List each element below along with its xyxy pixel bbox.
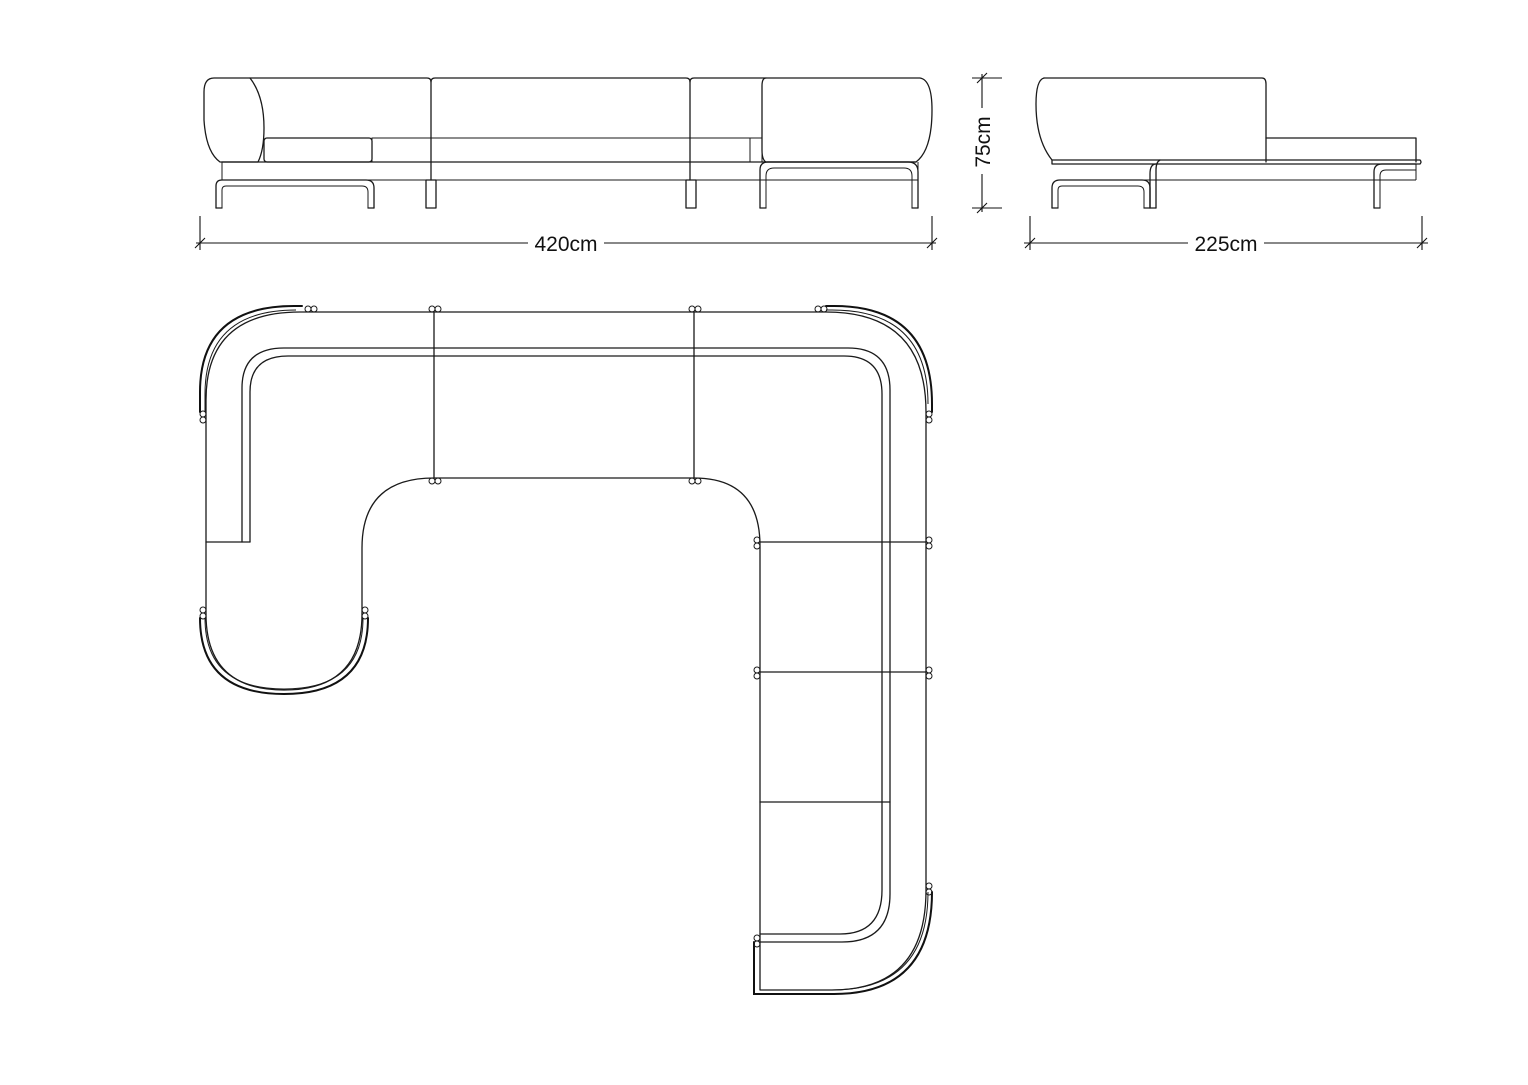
front-left-armrest [203, 77, 265, 163]
front-back-middle [430, 77, 691, 181]
side-backrest [1043, 77, 1267, 163]
plan-view [199, 305, 933, 995]
side-right-frame-inner [1379, 169, 1416, 208]
width-dimension: 420cm [194, 216, 938, 256]
front-elevation [203, 77, 933, 209]
front-seat-cushion-mid-left [371, 137, 432, 163]
height-label: 75cm [972, 116, 995, 167]
side-mid-frame [1149, 163, 1157, 209]
plan-outer-outline [205, 311, 927, 991]
height-dimension: 75cm [970, 72, 1002, 214]
height-tick-bottom [976, 202, 988, 214]
plan-frame-tube-top-left [199, 305, 303, 413]
side-left-frame-inner [1057, 185, 1145, 208]
side-mid-frame-2 [1155, 159, 1161, 209]
plan-back-cushion-outer [241, 347, 891, 943]
front-seat-cushion-left [263, 137, 373, 163]
plan-back-cushion-inner [249, 355, 883, 935]
side-chaise-seat [1265, 137, 1417, 163]
plan-frame-tube-top-right-inner [826, 309, 929, 405]
depth-label: 225cm [1194, 233, 1257, 256]
front-seat-cushion-middle [430, 137, 691, 163]
front-back-left [249, 77, 432, 181]
front-leg-middle-right [685, 179, 697, 209]
side-right-frame [1373, 163, 1417, 209]
front-right-frame-inner [765, 167, 913, 208]
side-left-frame [1051, 179, 1151, 209]
width-tick-right [926, 237, 938, 249]
plan-frame-tube-left-end-inner [204, 617, 364, 690]
front-back-right [689, 77, 767, 83]
plan-frame-tube-left-end [199, 617, 369, 696]
depth-tick-left [1024, 237, 1036, 249]
front-left-frame [215, 179, 375, 209]
plan-frame-tube-top-right [825, 305, 933, 413]
side-elevation [1035, 77, 1422, 209]
side-base-plate [1051, 159, 1422, 165]
plan-frame-tube-top-left-inner [204, 309, 297, 412]
width-label: 420cm [534, 233, 597, 256]
depth-tick-right [1416, 237, 1428, 249]
front-seat-cushion-right-edge [749, 137, 763, 163]
width-tick-left [194, 237, 206, 249]
front-right-armrest [761, 77, 933, 163]
plan-frame-tube-bottom-right [753, 891, 933, 995]
front-right-frame [759, 161, 919, 209]
depth-dimension: 225cm [1024, 216, 1428, 256]
plan-joint-connectors [199, 305, 933, 948]
side-backrest-curve [1035, 77, 1053, 161]
height-tick-top [976, 72, 988, 84]
front-seat-cushion-mid-right [689, 137, 751, 163]
plan-left-round-end [205, 613, 363, 691]
front-leg-middle-left [425, 179, 437, 209]
plan-frame-tube-bottom-right-inner [831, 891, 929, 991]
front-left-frame-inner [221, 185, 369, 208]
